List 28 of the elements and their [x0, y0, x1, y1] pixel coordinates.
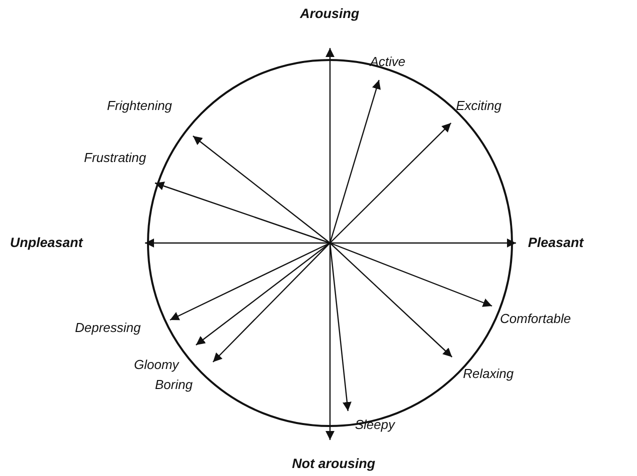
arrow: [170, 242, 330, 321]
arrow: [329, 242, 352, 412]
arrow: [330, 238, 516, 248]
arrow: [154, 182, 330, 244]
arrow: [196, 242, 330, 346]
arrow: [192, 136, 330, 244]
emotion-label: Frustrating: [84, 150, 146, 166]
emotion-label: Sleepy: [355, 417, 395, 433]
emotion-label: Exciting: [456, 98, 502, 114]
arrow: [326, 48, 334, 243]
arrow: [329, 80, 381, 244]
axis-label: Arousing: [300, 6, 360, 22]
emotion-label: Depressing: [75, 320, 141, 336]
arrow: [330, 242, 452, 358]
axis-label: Unpleasant: [10, 235, 83, 251]
arrow: [212, 242, 330, 362]
emotion-label: Boring: [155, 377, 193, 393]
emotion-label: Frightening: [107, 98, 172, 114]
emotion-label: Gloomy: [134, 357, 179, 373]
emotion-label: Active: [370, 54, 406, 70]
emotion-label: Comfortable: [500, 311, 571, 327]
axis-label: Not arousing: [292, 456, 376, 472]
arrow: [145, 238, 330, 248]
arrow: [330, 122, 452, 244]
arrow: [330, 242, 492, 307]
arrow: [326, 243, 334, 440]
axis-label: Pleasant: [528, 235, 584, 251]
emotion-label: Relaxing: [463, 366, 514, 382]
